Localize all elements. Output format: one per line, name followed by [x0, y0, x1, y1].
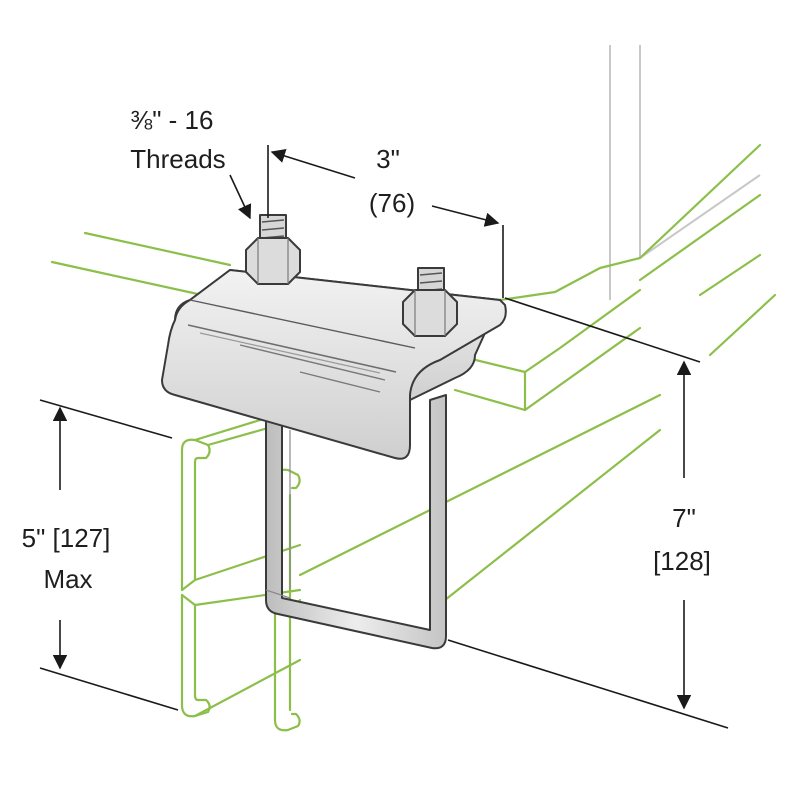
steel-beam — [50, 143, 777, 602]
thread-word-label: Threads — [130, 144, 225, 174]
u-bolt — [265, 394, 447, 650]
right-nut-stud — [402, 267, 458, 337]
width-in-label: 3" — [376, 144, 400, 174]
thread-size-label: ⅜" - 16 — [131, 105, 214, 135]
height-in-label: 7" — [672, 503, 696, 533]
height-mm-label: [128] — [653, 546, 711, 576]
depth-in-label: 5" [127] — [22, 523, 111, 553]
depth-word-label: Max — [43, 564, 92, 594]
height-dimension: 7" [128] — [447, 297, 729, 729]
left-nut-stud — [245, 214, 301, 285]
background-column — [609, 45, 761, 300]
width-dimension: 3" (76) — [267, 144, 504, 298]
thread-callout: ⅜" - 16 Threads — [130, 105, 252, 220]
depth-dimension: 5" [127] Max — [22, 399, 179, 711]
width-mm-label: (76) — [369, 188, 415, 218]
